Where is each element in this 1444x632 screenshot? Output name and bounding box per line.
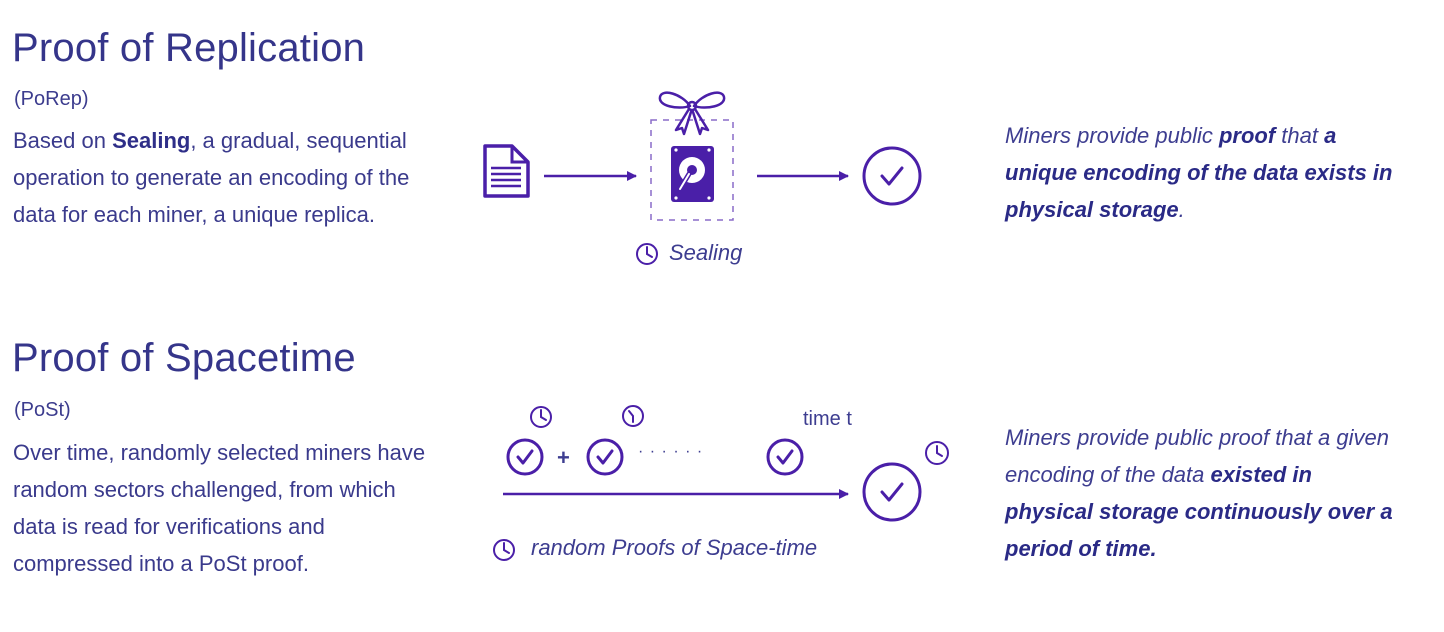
hard-drive-icon (671, 146, 714, 202)
porep-claim-part4: a unique encoding of the data exists in … (1005, 123, 1393, 222)
porep-sealing-caption: Sealing (669, 240, 743, 265)
post-plus-sign: + (557, 445, 570, 470)
post-checkmark-circle-icon-1 (506, 438, 544, 476)
porep-claim: Miners provide public proof that a uniqu… (1005, 117, 1405, 228)
sealing-dashed-box (650, 119, 734, 221)
porep-description: Based on Sealing, a gradual, sequential … (13, 122, 453, 233)
post-claim-part2: existed in physical storage continuously… (1005, 462, 1393, 561)
post-claim: Miners provide public proof that a given… (1005, 419, 1405, 567)
porep-claim-part3: that (1275, 123, 1325, 148)
post-time-label: time t (803, 408, 852, 430)
post-ellipsis: · · · · · · (638, 443, 704, 460)
porep-claim-part2: proof (1218, 123, 1276, 148)
gift-bow-icon (658, 91, 726, 136)
document-icon (483, 144, 530, 198)
post-clock-icon-1 (530, 406, 552, 428)
post-checkmark-circle-icon-3 (766, 438, 804, 476)
sealing-clock-icon (636, 243, 658, 265)
porep-description-bold: Sealing (112, 128, 191, 153)
post-checkmark-circle-icon-final (862, 462, 922, 522)
post-checkmark-circle-icon-2 (586, 438, 624, 476)
porep-description-suffix: , a gradual, sequential operation to gen… (13, 128, 410, 227)
post-clock-icon-3 (925, 441, 949, 465)
porep-claim-part5: . (1178, 197, 1185, 222)
porep-title: Proof of Replication (12, 26, 366, 70)
post-title: Proof of Spacetime (12, 336, 356, 380)
post-random-proofs-caption: random Proofs of Space-time (531, 535, 818, 560)
porep-claim-part1: Miners provide public (1005, 123, 1219, 148)
post-caption-clock-icon (493, 539, 515, 561)
porep-abbreviation: (PoRep) (14, 88, 89, 110)
porep-description-prefix: Based on (13, 128, 113, 153)
post-abbreviation: (PoSt) (14, 399, 71, 421)
post-claim-part1: Miners provide public proof that a given… (1005, 425, 1389, 487)
porep-checkmark-circle-icon (862, 146, 922, 206)
post-description: Over time, randomly selected miners have… (13, 440, 426, 576)
post-clock-icon-2 (622, 405, 644, 427)
